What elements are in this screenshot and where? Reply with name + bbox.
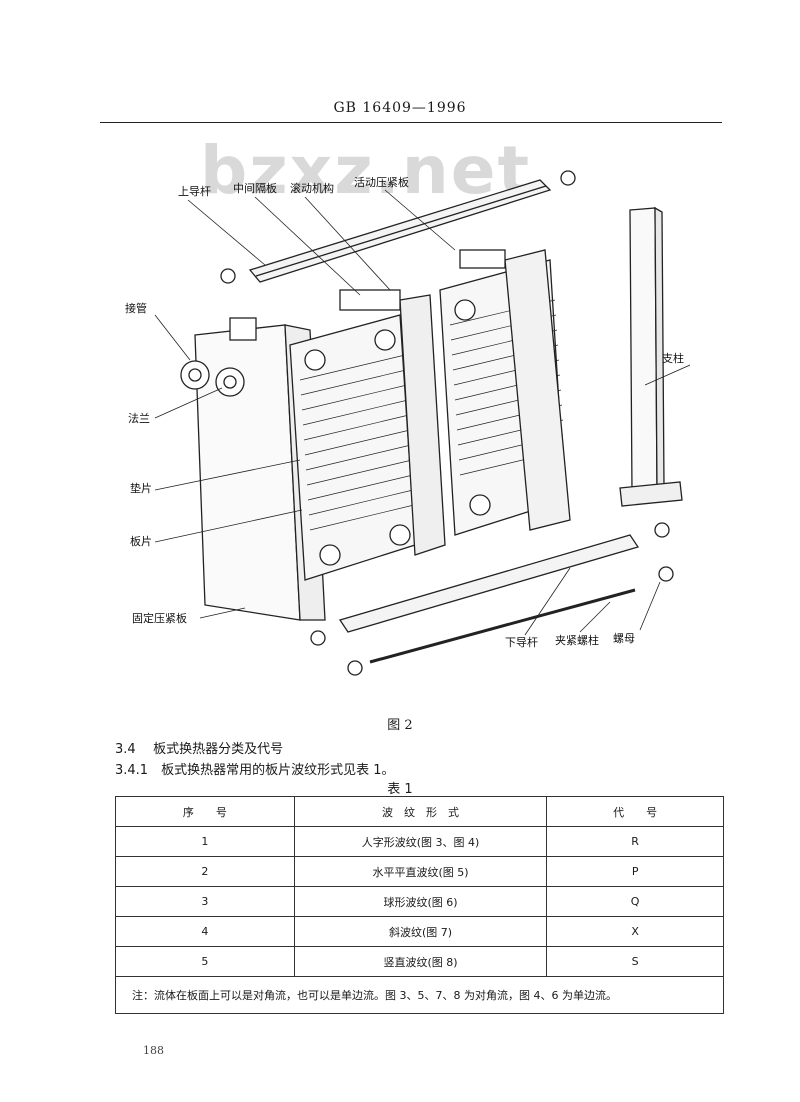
header-rule: [100, 122, 722, 123]
upper-nut-left: [220, 268, 236, 284]
header-form: 波 纹 形 式: [293, 796, 548, 827]
label-clamping-bolt: 夹紧螺柱: [555, 633, 599, 647]
section-number: 3.4.1: [115, 763, 149, 778]
label-fixed-press-plate: 固定压紧板: [132, 611, 187, 625]
section-3-4-1: 3.4.1 板式换热器常用的板片波纹形式见表 1。: [115, 759, 395, 778]
watermark: bzxz.net: [200, 132, 532, 209]
cell-index: 2: [115, 856, 295, 887]
label-flange: 法兰: [128, 411, 150, 425]
label-nut: 螺母: [613, 632, 635, 645]
table-header-row: 序 号 波 纹 形 式 代 号: [115, 796, 724, 827]
heat-exchanger-figure: 上导杆 中间隔板 滚动机构 活动压紧板 接管 法兰 支柱 垫片 板片 固定压紧板…: [125, 170, 690, 676]
table-row: 3 球形波纹(图 6) Q: [115, 886, 724, 917]
clamping-bolt: [369, 588, 636, 664]
cell-form: 竖直波纹(图 8): [293, 946, 548, 977]
cell-index: 5: [115, 946, 295, 977]
fixed-press-plate-shape: [194, 324, 301, 621]
cell-code: X: [546, 916, 724, 947]
label-nozzle: 接管: [125, 301, 147, 315]
cell-code: S: [546, 946, 724, 977]
cell-form: 人字形波纹(图 3、图 4): [293, 826, 548, 857]
table-row: 2 水平平直波纹(图 5) P: [115, 856, 724, 887]
cell-code: P: [546, 856, 724, 887]
cell-form: 水平平直波纹(图 5): [293, 856, 548, 887]
table-row: 1 人字形波纹(图 3、图 4) R: [115, 826, 724, 857]
fixed-plate-lug: [229, 317, 257, 341]
table-row: 4 斜波纹(图 7) X: [115, 916, 724, 947]
label-upper-guide-rod: 上导杆: [178, 184, 211, 198]
label-support-column: 支柱: [662, 351, 684, 365]
section-text: 板式换热器常用的板片波纹形式见表 1。: [161, 763, 395, 778]
upper-nut-right: [560, 170, 576, 186]
cell-code: R: [546, 826, 724, 857]
page-number: 188: [143, 1044, 164, 1057]
section-number: 3.4: [115, 742, 136, 757]
section-3-4: 3.4 板式换热器分类及代号: [115, 738, 283, 757]
figure-caption: 图 2: [387, 718, 413, 733]
table-note-row: 注：流体在板面上可以是对角流，也可以是单边流。图 3、5、7、8 为对角流，图 …: [115, 976, 724, 1014]
table-note: 注：流体在板面上可以是对角流，也可以是单边流。图 3、5、7、8 为对角流，图 …: [115, 976, 724, 1014]
label-plate: 板片: [130, 534, 152, 548]
label-gasket: 垫片: [130, 481, 152, 495]
cell-form: 斜波纹(图 7): [293, 916, 548, 947]
label-roller-mechanism: 滚动机构: [290, 181, 334, 195]
standard-header: GB 16409—1996: [333, 100, 467, 116]
lower-guide-rod: [338, 534, 640, 633]
section-title: 板式换热器分类及代号: [153, 742, 284, 757]
cell-index: 1: [115, 826, 295, 857]
movable-press-plate: [504, 249, 571, 531]
label-lower-guide-rod: 下导杆: [505, 635, 538, 649]
label-middle-partition-plate: 中间隔板: [233, 181, 277, 195]
table-row: 5 竖直波纹(图 8) S: [115, 946, 724, 977]
support-column: [629, 207, 658, 493]
cell-index: 3: [115, 886, 295, 917]
corrugation-table: 序 号 波 纹 形 式 代 号 1 人字形波纹(图 3、图 4) R 2 水平平…: [115, 796, 724, 1014]
header-index: 序 号: [115, 796, 295, 827]
label-movable-press-plate: 活动压紧板: [354, 175, 409, 189]
cell-index: 4: [115, 916, 295, 947]
nozzle-shape-2: [215, 367, 245, 397]
table-title: 表 1: [387, 782, 413, 797]
nozzle-shape-1: [180, 360, 210, 390]
middle-partition-plate: [399, 294, 446, 556]
header-code: 代 号: [546, 796, 724, 827]
cell-code: Q: [546, 886, 724, 917]
cell-form: 球形波纹(图 6): [293, 886, 548, 917]
